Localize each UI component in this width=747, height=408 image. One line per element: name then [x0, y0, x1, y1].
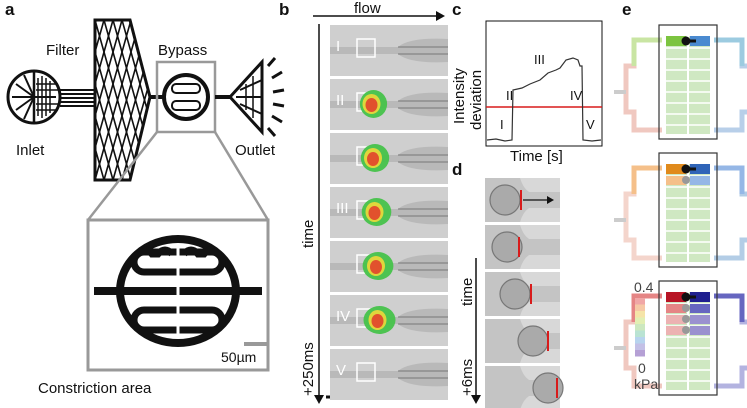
bypass-label: Bypass [158, 42, 208, 59]
flow-frame [330, 187, 448, 238]
stress-map [614, 152, 747, 268]
filter-label: Filter [46, 42, 80, 59]
xlabel-time: Time [s] [510, 148, 563, 165]
colorbar [635, 298, 645, 357]
colorbar-max-label: 0.4 [634, 279, 654, 295]
flow-frame [330, 295, 448, 346]
frame-label: II [336, 92, 345, 109]
flow-frame [330, 25, 448, 76]
stress-map [614, 24, 747, 140]
outlet-icon [227, 57, 285, 137]
constriction-area-label: Constriction area [38, 380, 152, 397]
frame-label: III [336, 200, 349, 217]
scale-bar-label: 50µm [221, 349, 257, 365]
flow-frame [330, 79, 448, 130]
constriction-area-detail [86, 218, 270, 372]
phase-label-2: II [506, 88, 514, 103]
panel-a-letter: a [5, 0, 15, 19]
intensity-trace-line [486, 57, 602, 142]
phase-label-3: III [534, 52, 545, 67]
cell-frame [485, 366, 564, 408]
panel-e-letter: e [622, 0, 632, 19]
phase-label-5: V [586, 117, 595, 132]
inlet-label: Inlet [16, 142, 45, 159]
flow-frame [330, 133, 448, 184]
colorbar-unit-label: kPa [634, 376, 659, 392]
phase-label-4: IV [570, 88, 583, 103]
frame-label: V [336, 362, 347, 379]
phase-label-1: I [500, 117, 504, 132]
cell-frame [485, 319, 560, 363]
panel-d-letter: d [452, 160, 463, 179]
panel-b-letter: b [279, 0, 290, 19]
flow-label: flow [354, 0, 381, 17]
frame-label: I [336, 38, 341, 55]
flow-frame [330, 349, 448, 400]
flow-frame [330, 241, 448, 292]
stress-map [614, 280, 747, 396]
colorbar-min-label: 0 [638, 360, 646, 376]
cell-frame [485, 178, 560, 222]
frame-label: IV [336, 308, 351, 325]
cell-frame [485, 225, 560, 269]
cell-frame [485, 272, 560, 316]
panel-c-letter: c [452, 0, 462, 19]
outlet-label: Outlet [235, 142, 276, 159]
